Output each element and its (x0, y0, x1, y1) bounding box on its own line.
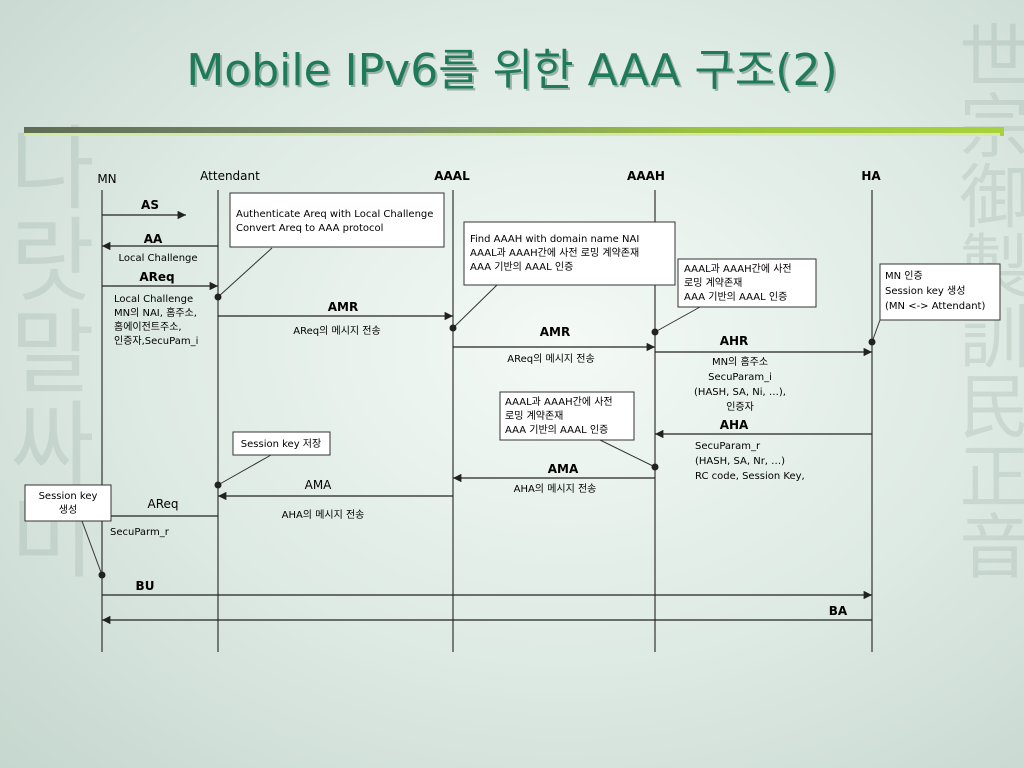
note-box-frame (232, 431, 331, 456)
note-line: AAAL과 AAAH간에 사전 로밍 계약존재 (470, 247, 639, 259)
areq-param-line: Local Challenge (114, 294, 193, 305)
page-title: Mobile IPv6를 위한 AAA 구조(2) (186, 45, 838, 96)
note-connector-mn (81, 520, 103, 576)
note-line: 로밍 계약존재 (505, 410, 563, 422)
title-underline (24, 127, 1004, 136)
aa-sub-label: Local Challenge (118, 253, 197, 264)
note-box-attendant: Authenticate Areq with Local Challenge C… (229, 192, 445, 248)
message-label-as: AS (141, 198, 159, 212)
note-connector-session-store (217, 454, 272, 486)
aha-param-line: (HASH, SA, Nr, …) (695, 456, 785, 467)
message-label-amr-1: AMR (328, 300, 358, 314)
note-connector-attendant (217, 247, 273, 298)
note-line: AAA 기반의 AAAL 인증 (505, 424, 608, 436)
note-line: Session key 생성 (885, 285, 965, 297)
note-line: Convert Areq to AAA protocol (236, 223, 383, 234)
note-connector-aaal (452, 284, 498, 329)
message-label-areq-2: AReq (147, 497, 178, 511)
note-line: AAA 기반의 AAAL 인증 (470, 261, 573, 273)
ahr-param-line: SecuParam_i (708, 372, 772, 383)
note-line: (MN <-> Attendant) (885, 301, 985, 312)
note-line: Session key 저장 (241, 438, 321, 450)
event-dot (98, 571, 106, 579)
event-dot (868, 338, 876, 346)
aha-param-line: SecuParam_r (695, 441, 761, 452)
ahr-param-line: (HASH, SA, Ni, …), (694, 387, 786, 398)
amr-2-sub-label: AReq의 메시지 전송 (507, 353, 594, 365)
aha-params: SecuParam_r (HASH, SA, Nr, …) RC code, S… (695, 441, 805, 482)
note-line: 생성 (59, 504, 77, 516)
areq-param-line: 인증자,SecuPam_i (114, 335, 198, 347)
note-box-mn-session: Session key 생성 (24, 484, 112, 522)
note-box-aaal: Find AAAH with domain name NAI AAAL과 AAA… (463, 221, 676, 286)
note-connector-ha (871, 319, 881, 343)
note-box-aaal-2: AAAL과 AAAH간에 사전 로밍 계약존재 AAA 기반의 AAAL 인증 (499, 391, 635, 441)
event-dot (214, 293, 222, 301)
event-dot (214, 481, 222, 489)
areq-param-line: 홈에이전트주소, (114, 320, 182, 333)
message-label-ama-2: AMA (305, 478, 333, 492)
note-connector-aaal-2 (599, 439, 656, 468)
areq-2-sub-label: SecuParm_r (110, 527, 170, 538)
note-box-frame (463, 221, 676, 286)
note-box-ha: MN 인증 Session key 생성 (MN <-> Attendant) (879, 263, 1001, 321)
note-line: Find AAAH with domain name NAI (470, 234, 639, 245)
entity-label-attendant: Attendant (200, 169, 260, 183)
aha-param-line: RC code, Session Key, (695, 471, 805, 482)
note-line: 로밍 계약존재 (684, 277, 742, 289)
title-underline-light (24, 133, 1000, 136)
note-box-frame (879, 263, 1001, 321)
entity-label-mn: MN (97, 172, 116, 186)
amr-1-sub-label: AReq의 메시지 전송 (293, 325, 380, 337)
note-line: Authenticate Areq with Local Challenge (236, 209, 433, 220)
note-line: AAAL과 AAAH간에 사전 (505, 396, 613, 408)
note-box-frame (677, 258, 817, 308)
ahr-param-line: 인증자 (726, 401, 754, 413)
title-underline-dark (24, 127, 1004, 136)
note-line: Session key (39, 491, 98, 502)
entity-label-ha: HA (861, 169, 881, 183)
event-dot (651, 328, 659, 336)
message-label-areq-1: AReq (139, 270, 174, 284)
ahr-params: MN의 홈주소 SecuParam_i (HASH, SA, Ni, …), 인… (694, 355, 786, 413)
note-box-frame (229, 192, 445, 248)
ahr-param-line: MN의 홈주소 (712, 355, 768, 368)
message-label-ba: BA (829, 604, 848, 618)
ama-2-sub-label: AHA의 메시지 전송 (282, 509, 365, 521)
message-label-ahr: AHR (720, 334, 749, 348)
note-connector-aaah (654, 306, 701, 333)
entity-label-aaal: AAAL (434, 169, 470, 183)
note-line: AAAL과 AAAH간에 사전 (684, 263, 792, 275)
note-box-frame (24, 484, 112, 522)
note-line: AAA 기반의 AAAL 인증 (684, 291, 787, 303)
message-label-bu: BU (136, 579, 155, 593)
message-label-amr-2: AMR (540, 325, 570, 339)
areq-param-line: MN의 NAI, 홈주소, (114, 306, 197, 319)
event-dot (449, 324, 457, 332)
note-box-frame (499, 391, 635, 441)
entity-label-aaah: AAAH (627, 169, 665, 183)
areq-params: Local Challenge MN의 NAI, 홈주소, 홈에이전트주소, 인… (114, 294, 198, 347)
event-dot (651, 463, 659, 471)
ama-1-sub-label: AHA의 메시지 전송 (514, 483, 597, 495)
message-label-aha: AHA (720, 418, 749, 432)
message-label-ama-1: AMA (548, 462, 579, 476)
message-label-aa: AA (144, 232, 163, 246)
note-box-aaah: AAAL과 AAAH간에 사전 로밍 계약존재 AAA 기반의 AAAL 인증 (677, 258, 817, 308)
note-box-session-store: Session key 저장 (232, 431, 331, 456)
note-line: MN 인증 (885, 270, 923, 282)
